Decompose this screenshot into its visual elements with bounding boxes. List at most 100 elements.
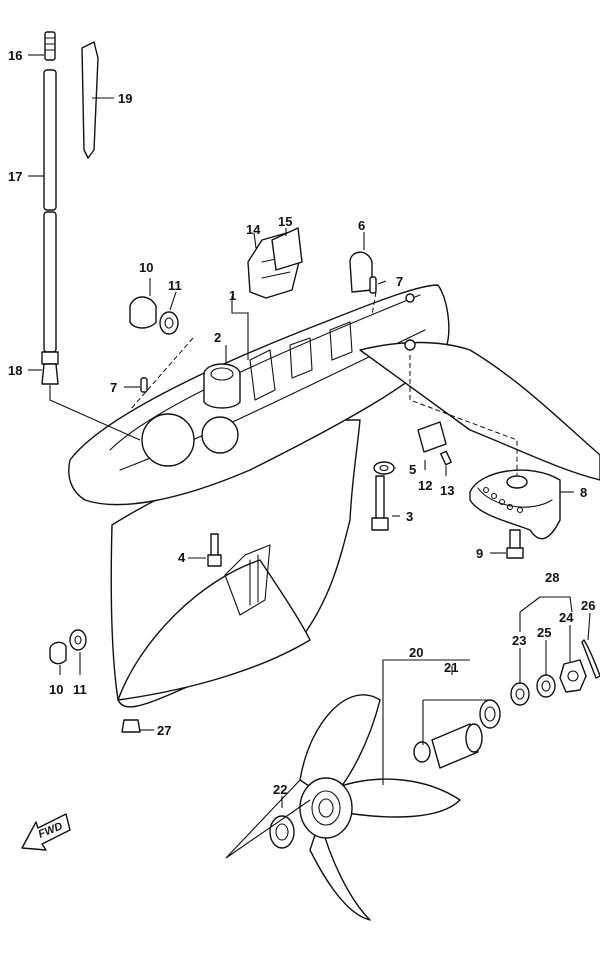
callout-14: 14	[246, 222, 261, 237]
part-12-anode	[417, 421, 447, 453]
part-11-gasket-lower	[69, 629, 87, 651]
callout-10-upper: 10	[139, 260, 153, 275]
callout-9: 9	[476, 546, 483, 561]
callout-8: 8	[580, 485, 587, 500]
trim-tab-mark-1	[482, 486, 490, 494]
part-26-cotter-pin	[581, 639, 600, 679]
part-10-oil-plug-upper	[129, 296, 157, 329]
callout-26: 26	[581, 598, 595, 613]
washer-hole	[379, 464, 389, 472]
callout-19: 19	[118, 91, 132, 106]
prop-hub-bore	[311, 790, 341, 826]
water-intake-grille	[224, 544, 271, 616]
callout-21: 21	[444, 660, 458, 675]
part-6-plug	[349, 251, 373, 293]
part-2-bearing-sleeve	[203, 373, 241, 409]
part-3-bolt-head	[371, 517, 389, 531]
gasket-hole-upper	[164, 317, 174, 329]
fwd-arrow-shape	[21, 813, 71, 851]
part-7-dowel-pin-upper	[369, 276, 377, 294]
spacer-hole	[515, 688, 525, 700]
part-17-shift-rod-upper	[43, 69, 57, 211]
thrust-washer-hole	[275, 823, 289, 841]
part-18-rod-coupler	[41, 351, 59, 365]
trim-tab-mark-5	[516, 506, 524, 514]
part-9-bolt-head	[506, 547, 524, 559]
callout-7-left: 7	[110, 380, 117, 395]
callout-10-lower: 10	[49, 682, 63, 697]
callout-7-right: 7	[396, 274, 403, 289]
callout-22: 22	[273, 782, 287, 797]
rod-end-threads	[44, 37, 56, 51]
callout-27: 27	[157, 723, 171, 738]
callout-18: 18	[8, 363, 22, 378]
deck-bolt-hole-2	[405, 293, 415, 303]
part-22-thrust-washer	[269, 815, 295, 849]
callout-3: 3	[406, 509, 413, 524]
callout-11-lower: 11	[73, 682, 87, 697]
sleeve-bore	[210, 367, 234, 381]
part-10-oil-plug-lower	[49, 641, 67, 665]
gearcase-housing	[68, 284, 600, 708]
callout-labels: 16 17 18 19 10 11 7 1 2 14 15 6 7 5 3 4 …	[8, 48, 595, 797]
callout-23: 23	[512, 633, 526, 648]
part-17-shift-rod-lower	[43, 211, 57, 353]
callout-28: 28	[545, 570, 559, 585]
part-23-spacer	[510, 682, 530, 706]
bushing-assembly	[413, 699, 501, 769]
part-9-bolt-shank	[509, 529, 521, 551]
callout-24: 24	[559, 610, 574, 625]
gasket-hole-lower	[74, 635, 82, 645]
washer-25-hole	[541, 680, 551, 692]
upper-oil-plug	[129, 296, 179, 335]
prop-blade-top	[299, 694, 381, 801]
callout-25: 25	[537, 625, 551, 640]
anti-ventilation-plate	[359, 341, 600, 481]
part-16-rod-end	[44, 31, 56, 61]
callout-15: 15	[278, 214, 292, 229]
bushing-rear-face	[465, 723, 483, 753]
rod-coupler-nut	[41, 363, 59, 385]
part-27-drain-plug	[121, 719, 141, 733]
callout-6: 6	[358, 218, 365, 233]
deck-ribs	[249, 321, 353, 401]
prop-hub-inner	[318, 798, 334, 818]
shift-rod-assembly	[41, 31, 59, 385]
propeller-assembly	[299, 694, 461, 921]
deck-bolt-hole	[404, 339, 416, 351]
callout-20: 20	[409, 645, 423, 660]
part-4-bolt-head	[207, 554, 222, 567]
trim-tab-edge	[477, 487, 553, 508]
callout-1: 1	[229, 288, 236, 303]
part-20-propeller-hub	[299, 777, 353, 839]
callout-11-upper: 11	[168, 278, 182, 293]
part-4-bolt-shank	[210, 533, 219, 557]
trim-tab	[469, 469, 561, 559]
driveshaft-bore	[141, 413, 195, 467]
trim-tab-bore	[506, 475, 528, 489]
callout-17: 17	[8, 169, 22, 184]
torpedo-nose	[117, 559, 311, 701]
prop-nut-bore	[567, 670, 579, 682]
lower-oil-plug	[49, 629, 87, 665]
part-3-bolt-shank	[375, 475, 385, 521]
part-13-anode-screw	[440, 450, 452, 466]
alignment-line-trimtab	[409, 355, 518, 475]
part-24-prop-nut	[559, 659, 587, 693]
bushing-washer-hole	[484, 706, 496, 722]
prop-blade-bottom	[309, 819, 371, 921]
bushing-front-ring	[413, 741, 431, 763]
bushing-washer	[479, 699, 501, 729]
callout-5: 5	[409, 462, 416, 477]
prop-blade-right	[329, 778, 461, 818]
part-19-grommet	[81, 41, 99, 159]
callout-4: 4	[178, 550, 186, 565]
callout-12: 12	[418, 478, 432, 493]
part-7-dowel-pin-left	[140, 377, 148, 393]
water-passage	[201, 416, 239, 454]
trim-tab-mark-4	[506, 503, 514, 511]
callout-2: 2	[214, 330, 221, 345]
part-5-washer	[373, 461, 395, 475]
